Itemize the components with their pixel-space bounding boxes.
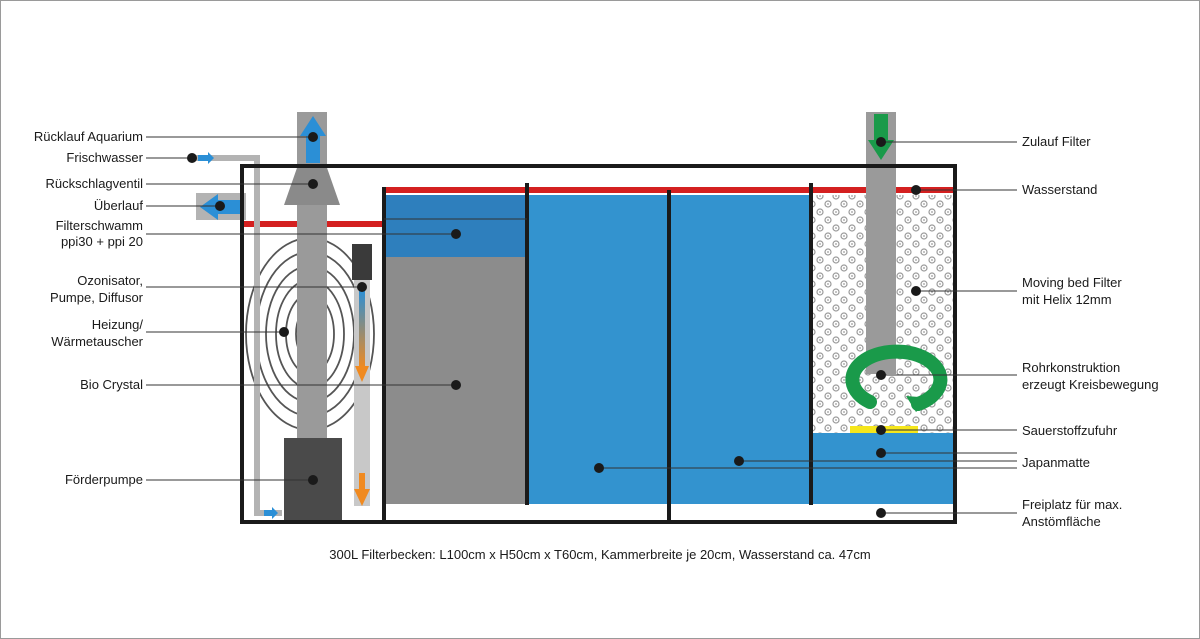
label-foerderpumpe: Förderpumpe	[64, 472, 143, 487]
chamber-water-3	[528, 195, 668, 504]
ozonizer-tube	[354, 280, 370, 506]
label-ozonisator-2: Pumpe, Diffusor	[50, 290, 143, 305]
circular-arrow-head	[906, 396, 932, 412]
label-wasserstand: Wasserstand	[1022, 182, 1098, 197]
fresh-water-arrow-out	[264, 507, 278, 519]
label-ozonisator-1: Ozonisator,	[77, 273, 143, 288]
tank-outline	[240, 164, 957, 524]
label-moving-bed-2: mit Helix 12mm	[1022, 292, 1112, 307]
label-filterschwamm-2: ppi30 + ppi 20	[60, 234, 143, 249]
label-rohr-2: erzeugt Kreisbewegung	[1022, 377, 1159, 392]
right-leaders	[599, 141, 1017, 514]
chamber-water-4	[670, 195, 810, 504]
ozonizer-arrow-2	[354, 489, 370, 506]
label-moving-bed-1: Moving bed Filter	[1022, 275, 1122, 290]
ozonizer-arrow-1	[355, 366, 369, 382]
left-leaders	[146, 136, 527, 481]
diagram-caption: 300L Filterbecken: L100cm x H50cm x T60c…	[329, 547, 871, 562]
label-ruecklauf: Rücklauf Aquarium	[33, 129, 143, 144]
label-filterschwamm-1: Filterschwamm	[55, 218, 143, 233]
label-heizung-1: Heizung/	[91, 317, 143, 332]
label-frischwasser: Frischwasser	[66, 150, 143, 165]
marker-dots	[187, 132, 921, 518]
label-sauerstoff: Sauerstoffzufuhr	[1022, 423, 1118, 438]
ozonizer-flow	[359, 290, 365, 368]
label-freiplatz-2: Anstömfläche	[1022, 514, 1101, 529]
ozonizer-arrow-2-shaft	[359, 473, 365, 491]
label-ueberlauf: Überlauf	[93, 198, 143, 213]
ozonizer-unit	[352, 244, 372, 280]
label-bio-crystal: Bio Crystal	[80, 377, 143, 392]
label-rueckschlagventil: Rückschlagventil	[45, 176, 143, 191]
label-heizung-2: Wärmetauscher	[51, 334, 143, 349]
label-rohr-1: Rohrkonstruktion	[1022, 360, 1121, 375]
filter-sponge	[386, 195, 526, 257]
label-zulauf: Zulauf Filter	[1022, 134, 1091, 149]
label-freiplatz-1: Freiplatz für max.	[1022, 497, 1123, 512]
fresh-water-arrow-in	[198, 152, 214, 164]
label-japanmatte: Japanmatte	[1022, 455, 1090, 470]
circular-flow-arrow	[845, 344, 948, 411]
